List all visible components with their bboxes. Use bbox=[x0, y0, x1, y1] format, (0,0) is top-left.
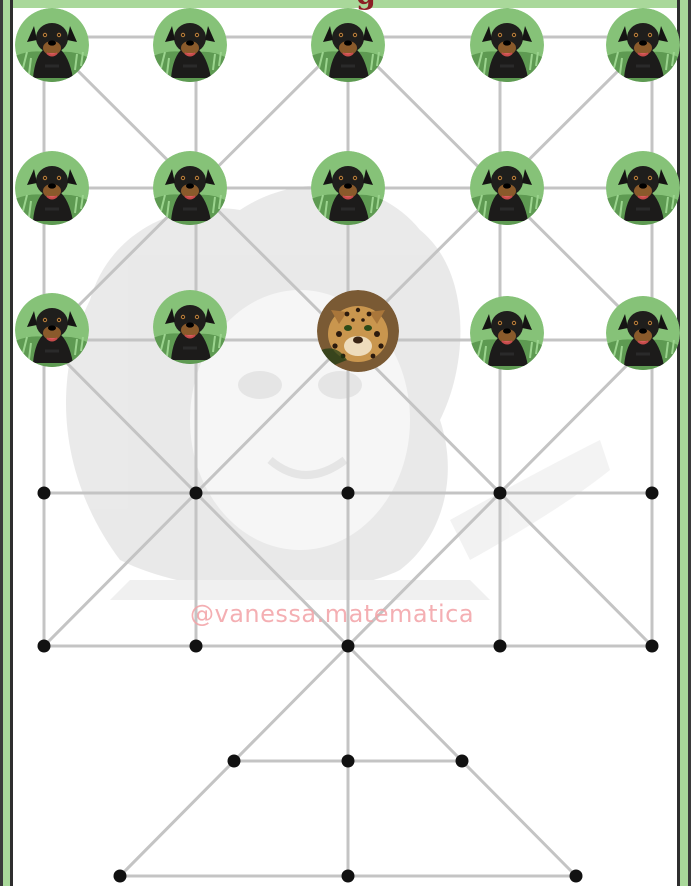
dog-piece[interactable] bbox=[311, 151, 385, 225]
board-point[interactable] bbox=[114, 870, 127, 883]
board-point[interactable] bbox=[494, 487, 507, 500]
dog-piece[interactable] bbox=[311, 8, 385, 82]
board-point[interactable] bbox=[228, 755, 241, 768]
board-point[interactable] bbox=[38, 640, 51, 653]
dog-icon bbox=[311, 8, 385, 82]
board-point[interactable] bbox=[646, 487, 659, 500]
board-point[interactable] bbox=[190, 640, 203, 653]
dog-piece[interactable] bbox=[470, 151, 544, 225]
dog-piece[interactable] bbox=[606, 296, 680, 370]
dog-piece[interactable] bbox=[15, 151, 89, 225]
board-point[interactable] bbox=[456, 755, 469, 768]
board-point[interactable] bbox=[342, 755, 355, 768]
dog-icon bbox=[15, 293, 89, 367]
dog-piece[interactable] bbox=[153, 151, 227, 225]
dog-piece[interactable] bbox=[153, 290, 227, 364]
dog-icon bbox=[470, 296, 544, 370]
board-point[interactable] bbox=[190, 487, 203, 500]
dog-icon bbox=[15, 151, 89, 225]
dog-icon bbox=[153, 290, 227, 364]
watermark-text: @vanessa.matematica bbox=[190, 600, 510, 628]
board-point[interactable] bbox=[646, 640, 659, 653]
dog-icon bbox=[606, 151, 680, 225]
dog-piece[interactable] bbox=[470, 8, 544, 82]
board-point[interactable] bbox=[570, 870, 583, 883]
dog-icon bbox=[470, 8, 544, 82]
dog-piece[interactable] bbox=[606, 8, 680, 82]
board-point[interactable] bbox=[342, 640, 355, 653]
dog-piece[interactable] bbox=[606, 151, 680, 225]
dog-piece[interactable] bbox=[470, 296, 544, 370]
dog-icon bbox=[153, 151, 227, 225]
dog-piece[interactable] bbox=[15, 293, 89, 367]
jaguar-piece[interactable] bbox=[317, 290, 399, 372]
background-illustration bbox=[66, 185, 610, 600]
board-point[interactable] bbox=[342, 870, 355, 883]
dog-icon bbox=[470, 151, 544, 225]
dog-icon bbox=[606, 296, 680, 370]
dog-icon bbox=[153, 8, 227, 82]
dog-piece[interactable] bbox=[153, 8, 227, 82]
jaguar-icon bbox=[317, 290, 399, 372]
dog-piece[interactable] bbox=[15, 8, 89, 82]
board-point[interactable] bbox=[342, 487, 355, 500]
dog-icon bbox=[15, 8, 89, 82]
board-point[interactable] bbox=[494, 640, 507, 653]
dog-icon bbox=[606, 8, 680, 82]
dog-icon bbox=[311, 151, 385, 225]
board-point[interactable] bbox=[38, 487, 51, 500]
